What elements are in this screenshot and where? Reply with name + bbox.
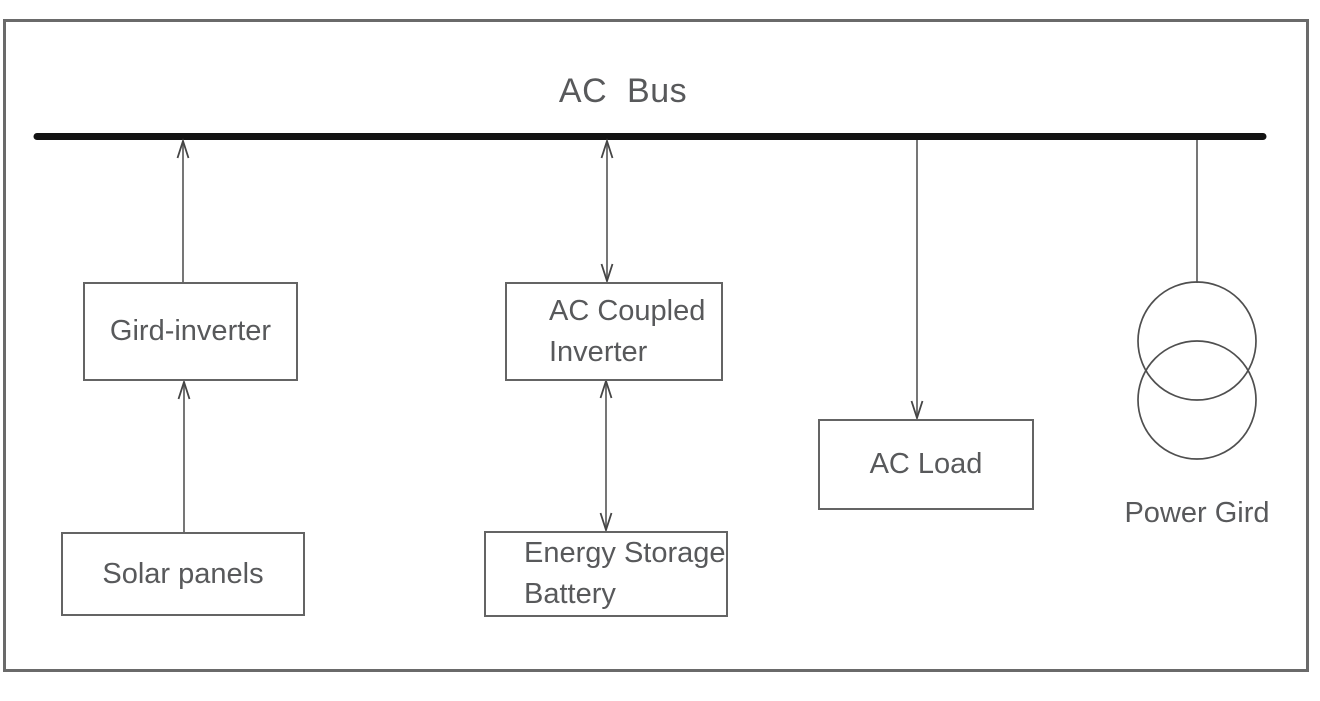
- arrowhead-up-icon: [177, 379, 191, 400]
- node-ac-load: AC Load: [818, 419, 1034, 510]
- arrowhead-down-icon: [600, 263, 614, 284]
- node-ac-coupled-inverter: AC Coupled Inverter: [505, 282, 723, 381]
- node-energy-storage-battery: Energy Storage Battery: [484, 531, 728, 617]
- node-ac-coupled-inverter-label-line2: Inverter: [549, 335, 648, 368]
- arrowhead-down-icon: [910, 400, 924, 421]
- transformer-circle-top-icon: [1137, 281, 1257, 401]
- arrowhead-up-icon: [599, 378, 613, 399]
- node-energy-storage-battery-label-line1: Energy Storage: [524, 537, 726, 569]
- node-solar-panels-label: Solar panels: [102, 557, 264, 590]
- node-grid-inverter-label: Gird-inverter: [109, 315, 272, 347]
- power-grid-label: Power Gird: [1124, 497, 1270, 529]
- node-ac-load-label: AC Load: [869, 448, 983, 480]
- node-grid-inverter: Gird-inverter: [83, 282, 298, 381]
- transformer-circle-bottom-icon: [1137, 340, 1257, 460]
- node-ac-coupled-inverter-label-line1: AC Coupled: [549, 294, 706, 327]
- arrowhead-down-icon: [599, 512, 613, 533]
- arrowhead-up-icon: [600, 138, 614, 159]
- arrowhead-up-icon: [176, 138, 190, 159]
- ac-bus-title: AC Bus: [558, 72, 688, 110]
- node-energy-storage-battery-label-line2: Battery: [524, 578, 616, 610]
- node-solar-panels: Solar panels: [61, 532, 305, 616]
- diagram-border: [3, 19, 1309, 672]
